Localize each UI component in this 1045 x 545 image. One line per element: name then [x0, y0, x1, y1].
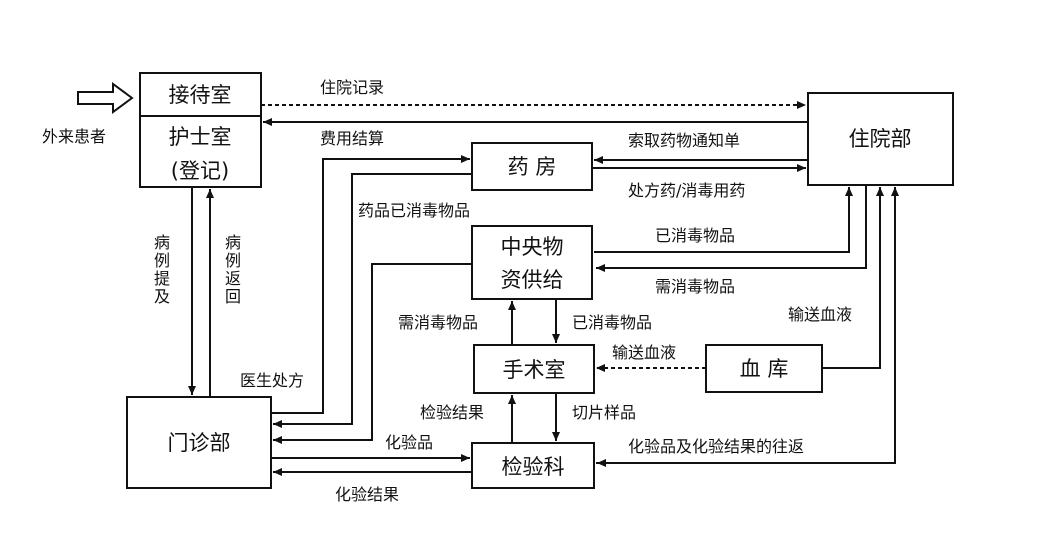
svg-text:返: 返: [225, 269, 241, 288]
blood-bank-label: 血 库: [740, 357, 789, 381]
svg-text:例: 例: [225, 251, 241, 270]
need-disinfect-from-inpatient-arrow: [596, 185, 867, 272]
doctor-prescription-label: 医生处方: [240, 371, 304, 390]
inpatient-record-label: 住院记录: [320, 78, 384, 97]
reception-box: [139, 72, 262, 117]
disinfected-items-mid-label: 已消毒物品: [572, 313, 652, 332]
supply-to-outpatient-arrow: [273, 263, 472, 444]
svg-text:及: 及: [154, 287, 170, 306]
need-disinfect-left-label: 需消毒物品: [398, 313, 478, 332]
disinfected-items-top-label: 已消毒物品: [655, 226, 735, 245]
prescription-drugs-label: 处方药/消毒用药: [628, 181, 745, 200]
blood-bank-box: [705, 344, 823, 393]
laboratory-box: [471, 442, 595, 489]
nurse-station-label: 护士室: [169, 125, 232, 149]
surgery-label: 手术室: [503, 358, 566, 382]
outpatient-to-pharmacy-arrow: [271, 155, 470, 414]
surgery-box: [473, 344, 595, 394]
outpatient-label: 门诊部: [168, 431, 231, 455]
pharmacy-box: [471, 142, 593, 191]
outpatient-box: [126, 396, 272, 489]
lab-exchange-arrow: [596, 187, 899, 464]
central-supply-label-1: 中央物: [501, 235, 564, 259]
visitor-label: 外来患者: [42, 127, 106, 146]
case-return-label: 病 例 返 回: [225, 233, 241, 306]
svg-text:提: 提: [154, 269, 170, 288]
blood-to-inpatient-arrow: [822, 187, 884, 369]
blood-transfer-right-label: 输送血液: [788, 305, 852, 324]
blood-transfer-mid-label: 输送血液: [612, 343, 676, 362]
svg-text:病: 病: [154, 233, 170, 252]
test-results-up-label: 检验结果: [420, 403, 484, 422]
lab-exchange-label: 化验品及化验结果的往返: [628, 437, 804, 456]
laboratory-label: 检验科: [502, 455, 565, 479]
svg-text:回: 回: [225, 287, 241, 306]
slice-samples-label: 切片样品: [572, 403, 636, 422]
lab-items-label: 化验品: [385, 433, 433, 452]
nurse-station-box: [139, 115, 262, 188]
svg-text:病: 病: [225, 233, 241, 252]
inpatient-box: [807, 92, 954, 186]
need-disinfect-right-label: 需消毒物品: [655, 277, 735, 296]
fee-settlement-label: 费用结算: [320, 129, 384, 148]
lab-results-label: 化验结果: [335, 485, 399, 504]
disinfected-items-to-inpatient-arrow: [594, 187, 853, 253]
svg-text:例: 例: [154, 251, 170, 270]
inpatient-label: 住院部: [849, 127, 912, 151]
disinfected-drugs-label: 药品已消毒物品: [358, 201, 470, 220]
registration-label: (登记): [171, 159, 229, 183]
drug-request-label: 索取药物通知单: [628, 131, 740, 150]
central-supply-box: [471, 225, 593, 300]
entry-arrow-icon: [77, 82, 134, 114]
pharmacy-label: 药 房: [508, 155, 557, 179]
case-submit-label: 病 例 提 及: [154, 233, 170, 306]
reception-label: 接待室: [169, 83, 232, 107]
central-supply-label-2: 资供给: [501, 268, 564, 292]
disinfected-drugs-arrow: [273, 173, 472, 428]
